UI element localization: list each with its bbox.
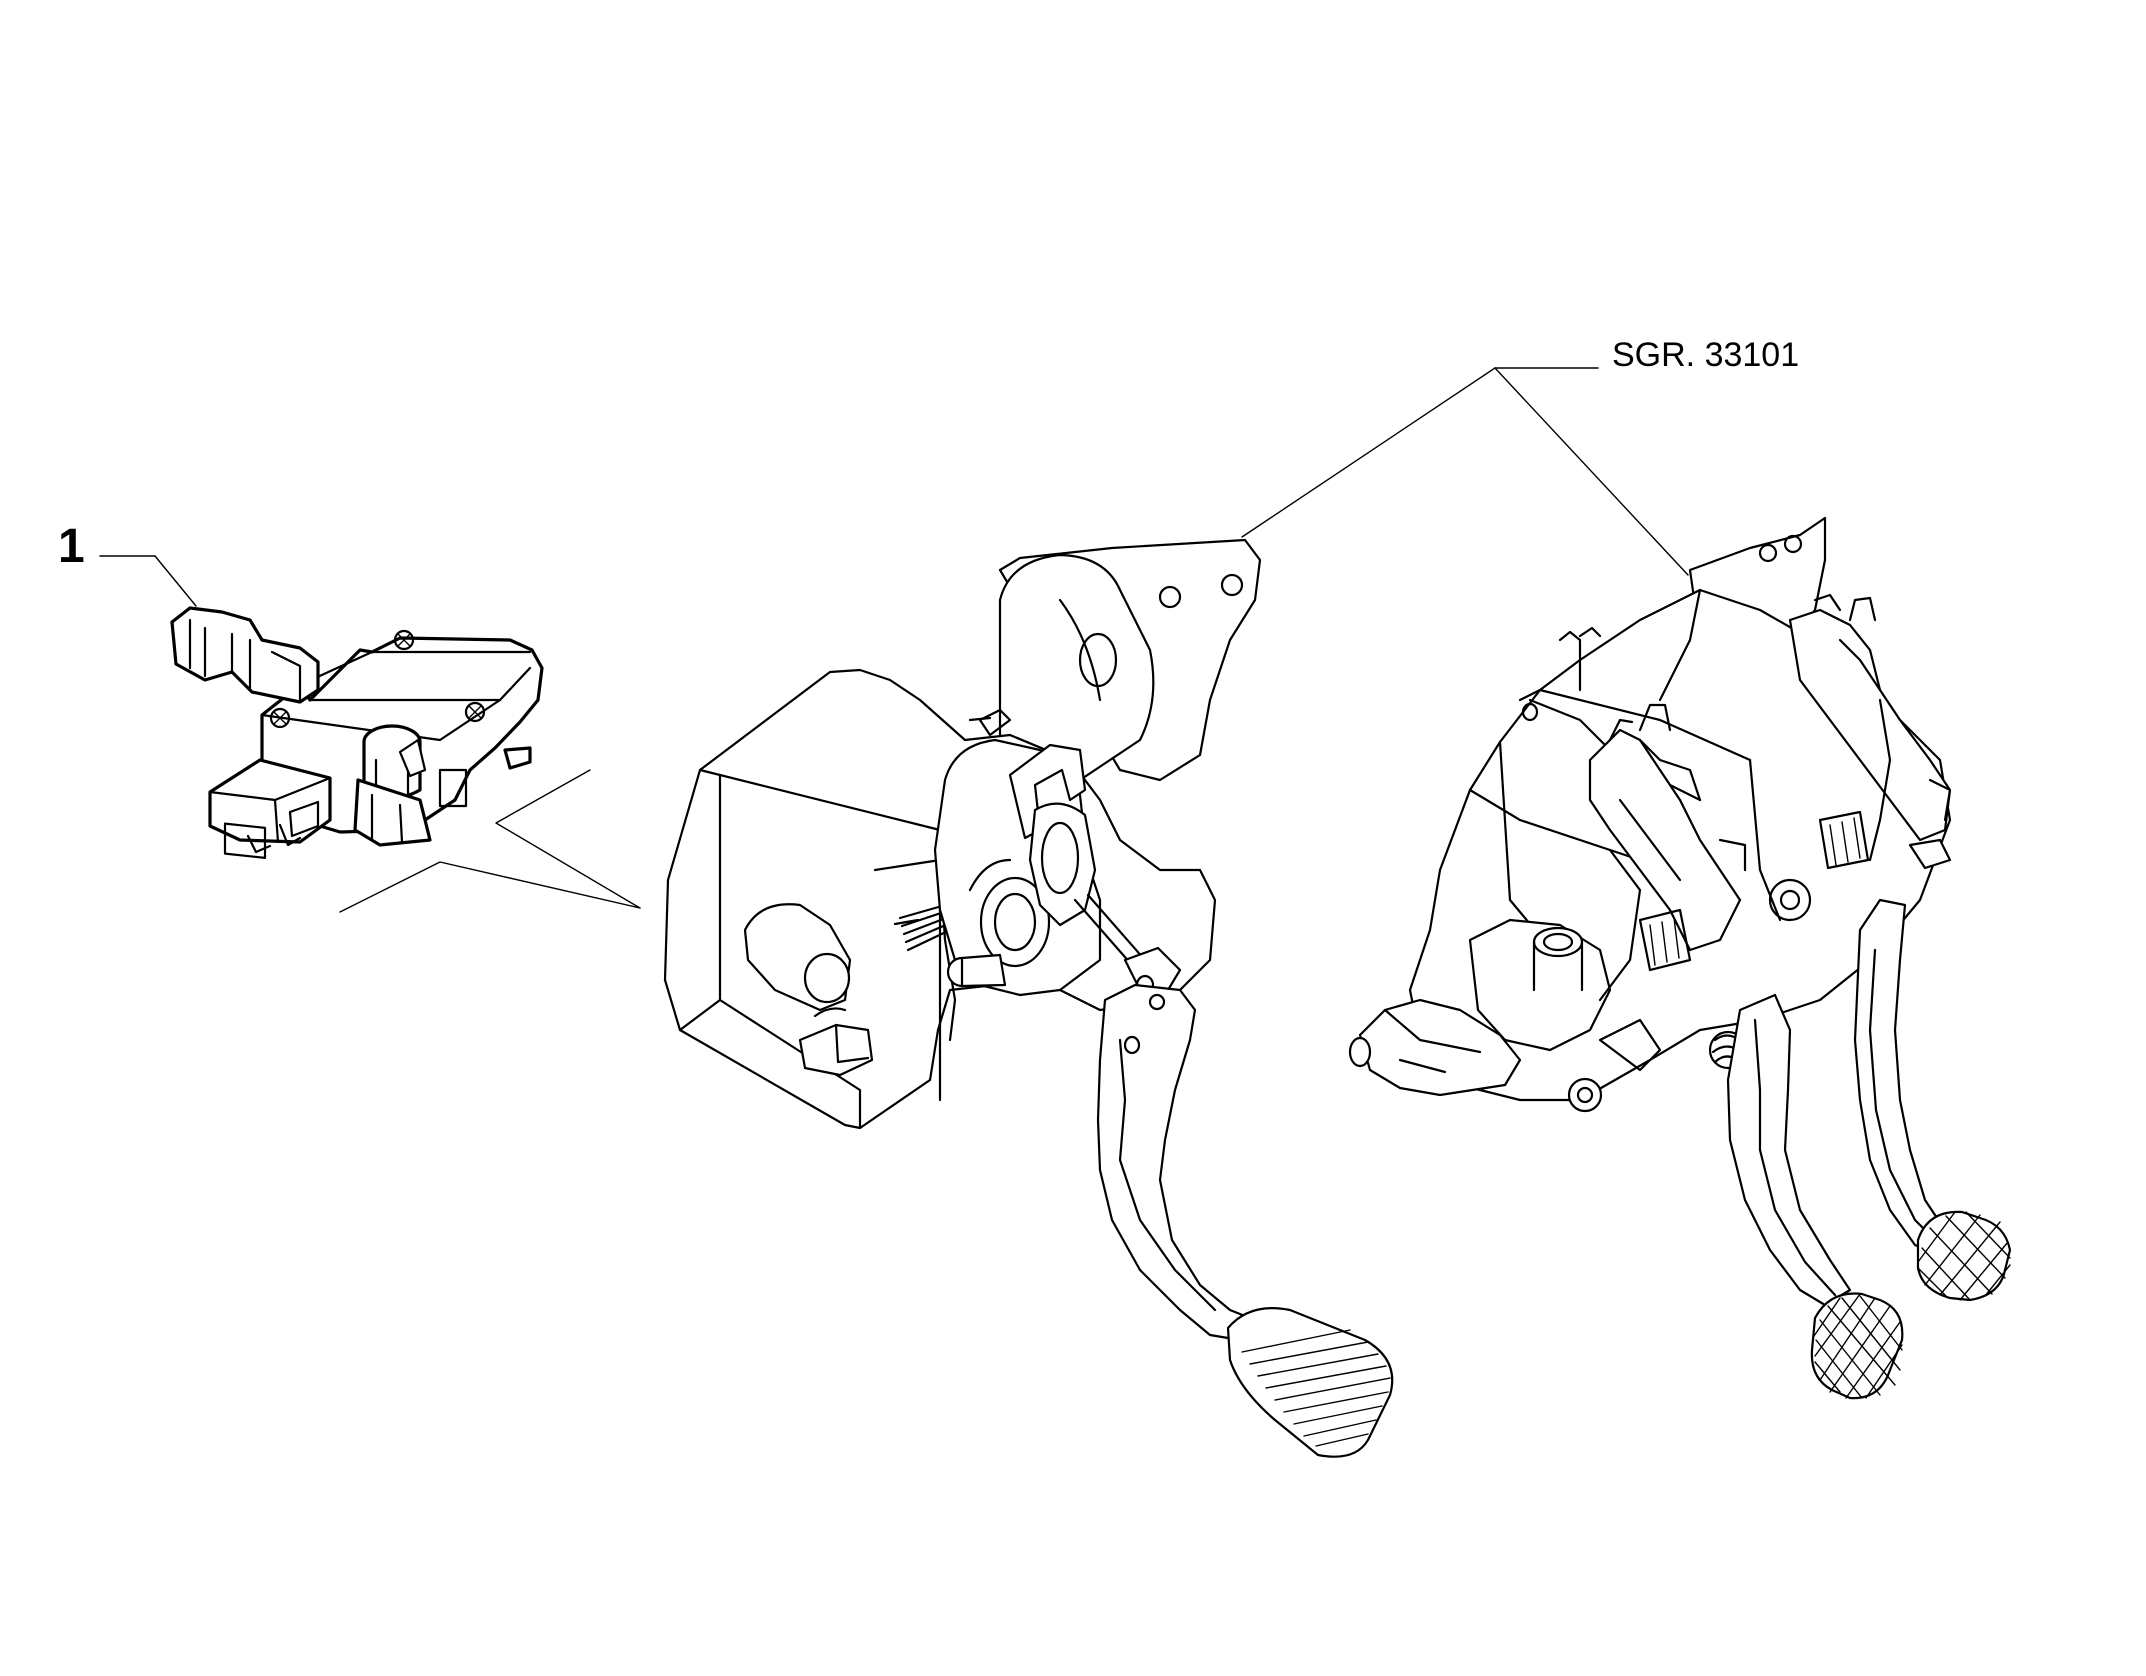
subgroup-leader-lines (1241, 367, 1689, 576)
clutch-pedal-pad-ribs (1241, 1329, 1391, 1447)
brake-pedal-pad-crosshatch (1813, 1293, 1903, 1399)
clutch-pedal-pad-crosshatch (1917, 1211, 2011, 1301)
dual-pedal-box-assembly (1348, 516, 2012, 1400)
part-1-pedal-switch (170, 606, 544, 859)
part-1-leader-line-angled (154, 555, 197, 607)
clutch-pedal-box-assembly (663, 538, 1394, 1458)
part-number-label: 1 (58, 520, 85, 573)
assembly-direction-arrow (339, 769, 641, 913)
subgroup-reference-label: SGR. 33101 (1612, 336, 1799, 374)
